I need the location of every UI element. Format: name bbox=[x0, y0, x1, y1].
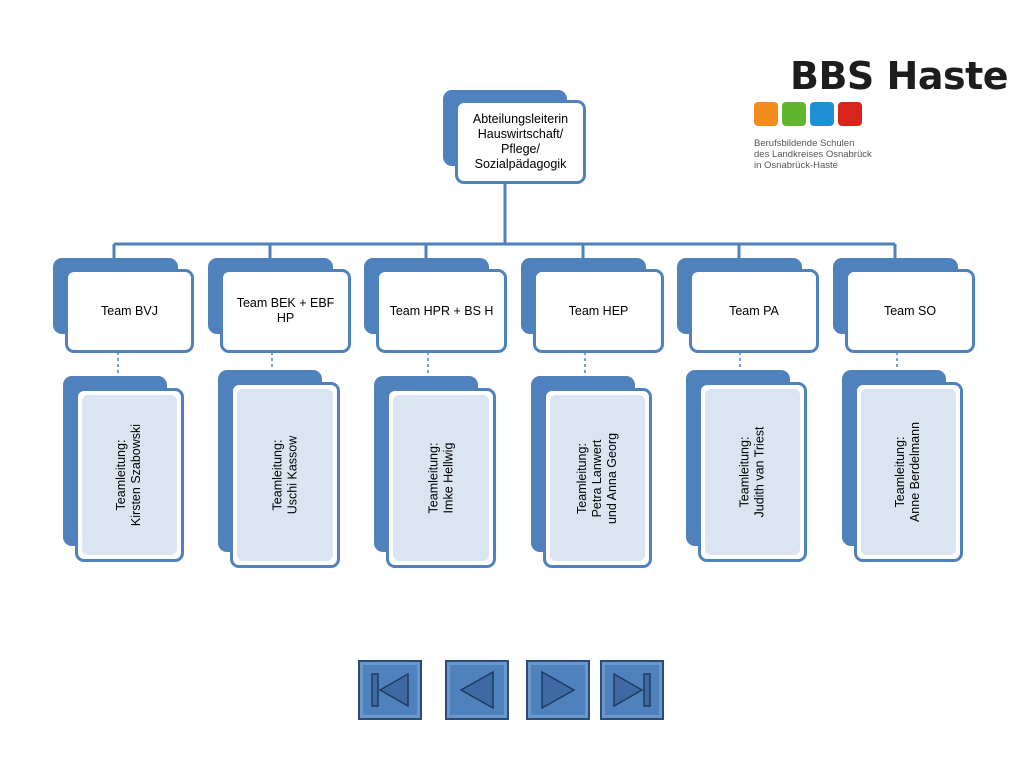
lead-text-line: Teamleitung: bbox=[893, 436, 908, 508]
team-box-hpr-bs-h: Team HPR + BS H bbox=[364, 258, 507, 353]
logo-subtitle-line: des Landkreises Osnabrück bbox=[754, 149, 872, 160]
last-slide-button[interactable] bbox=[600, 660, 664, 720]
logo-subtitle-line: Berufsbildende Schulen bbox=[754, 138, 855, 149]
root-box-abteilungsleiterin: Abteilungsleiterin Hauswirtschaft/ Pfleg… bbox=[443, 90, 586, 184]
first-slide-icon bbox=[371, 672, 409, 708]
lead-box-pa: Teamleitung: Judith van Triest bbox=[686, 370, 807, 562]
lead-text: Teamleitung: Petra Lanwert und Anna Geor… bbox=[575, 432, 620, 523]
lead-text: Teamleitung: Judith van Triest bbox=[737, 426, 767, 517]
root-title-line: Hauswirtschaft/ bbox=[477, 127, 564, 141]
logo-square-green bbox=[782, 102, 806, 126]
team-name: Team BVJ bbox=[101, 303, 158, 318]
lead-text-line: Petra Lanwert bbox=[589, 439, 604, 517]
lead-box-hep: Teamleitung: Petra Lanwert und Anna Geor… bbox=[531, 376, 652, 568]
lead-text-line: Uschi Kassow bbox=[285, 435, 299, 515]
lead-text-line: Anne Berdelmann bbox=[908, 421, 923, 523]
lead-box-bek-ebf-hp: Teamleitung: Uschi Kassow bbox=[218, 370, 340, 568]
logo-square-orange bbox=[754, 102, 778, 126]
lead-text: Teamleitung: Anne Berdelmann bbox=[894, 422, 924, 522]
team-box-bek-ebf-hp: Team BEK + EBF HP bbox=[208, 258, 351, 353]
bbs-haste-logo: BBS Haste Berufsbildende Schulen des Lan… bbox=[752, 52, 1009, 182]
logo-square-blue bbox=[810, 102, 834, 126]
team-name: Team HPR + BS H bbox=[389, 303, 494, 318]
lead-text-line: Judith van Triest bbox=[752, 426, 767, 518]
lead-text-line: Teamleitung: bbox=[426, 442, 440, 514]
lead-text-line: Teamleitung: bbox=[737, 436, 752, 508]
lead-text: Teamleitung: Kirsten Szabowski bbox=[115, 424, 145, 526]
team-box-hep: Team HEP bbox=[521, 258, 664, 353]
lead-box-bvj: Teamleitung: Kirsten Szabowski bbox=[63, 376, 184, 562]
first-slide-button[interactable] bbox=[358, 660, 422, 720]
root-title-line: Pflege/ bbox=[501, 142, 540, 156]
logo-title: BBS Haste bbox=[790, 54, 1009, 98]
lead-text-line: Teamleitung: bbox=[574, 442, 589, 514]
lead-text-line: Teamleitung: bbox=[270, 439, 284, 511]
team-box-bvj: Team BVJ bbox=[53, 258, 194, 353]
logo-square-red bbox=[838, 102, 862, 126]
last-slide-icon bbox=[613, 672, 651, 708]
next-slide-icon bbox=[541, 670, 576, 710]
lead-box-hpr-bs-h: Teamleitung: Imke Hellwig bbox=[374, 376, 496, 568]
lead-text: Teamleitung: Imke Hellwig bbox=[426, 443, 456, 514]
root-title: Abteilungsleiterin Hauswirtschaft/ Pfleg… bbox=[473, 112, 568, 172]
root-title-line: Abteilungsleiterin bbox=[472, 112, 569, 126]
logo-subtitle: Berufsbildende Schulen des Landkreises O… bbox=[754, 138, 924, 171]
root-title-line: Sozialpädagogik bbox=[474, 157, 567, 171]
previous-slide-icon bbox=[459, 670, 494, 710]
team-name: Team PA bbox=[729, 303, 779, 318]
previous-slide-button[interactable] bbox=[445, 660, 509, 720]
lead-text: Teamleitung: Uschi Kassow bbox=[270, 436, 300, 515]
team-box-so: Team SO bbox=[833, 258, 975, 353]
lead-text-line: und Anna Georg bbox=[604, 432, 619, 524]
team-name: Team HEP bbox=[568, 303, 629, 318]
lead-box-so: Teamleitung: Anne Berdelmann bbox=[842, 370, 963, 562]
team-name: Team SO bbox=[883, 303, 937, 318]
lead-text-line: Kirsten Szabowski bbox=[129, 423, 144, 527]
lead-text-line: Imke Hellwig bbox=[441, 442, 455, 514]
team-box-pa: Team PA bbox=[677, 258, 819, 353]
logo-color-squares bbox=[754, 102, 862, 126]
lead-text-line: Teamleitung: bbox=[114, 439, 129, 511]
next-slide-button[interactable] bbox=[526, 660, 590, 720]
team-name: Team BEK + EBF HP bbox=[236, 296, 335, 325]
logo-subtitle-line: in Osnabrück-Haste bbox=[754, 160, 838, 171]
